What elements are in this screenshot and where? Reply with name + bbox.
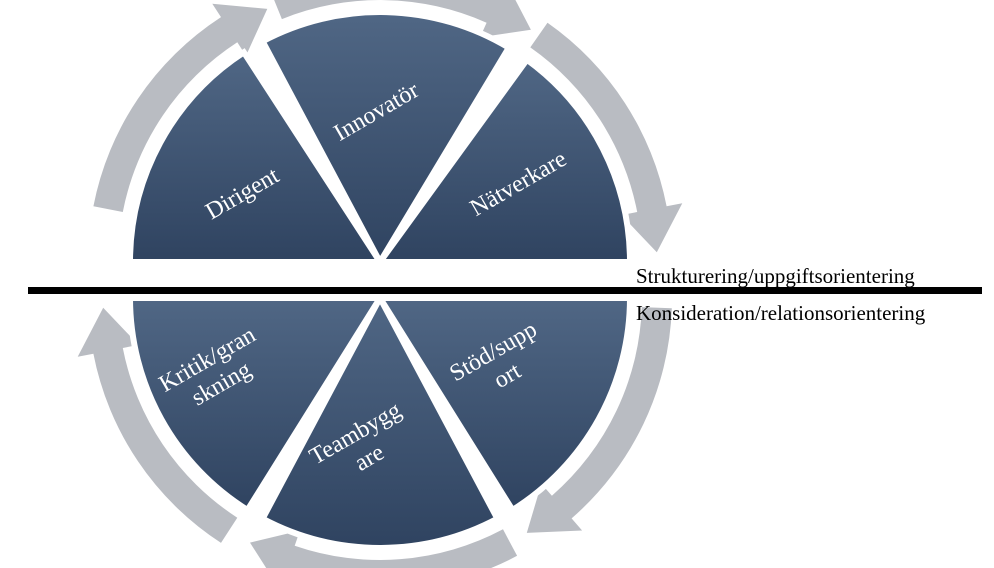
axis-label-lower: Konsideration/relationsorientering (636, 301, 926, 325)
segment-natverkare (374, 55, 634, 265)
segment-dirigent (126, 48, 386, 265)
cycle-arrow-kritik (77, 307, 238, 543)
cycle-arrow-natverkare (530, 22, 683, 253)
cycle-arrow-dirigent (93, 3, 268, 213)
cycle-arrows (77, 0, 683, 568)
segment-stod (374, 295, 634, 515)
segment-innovator (258, 9, 513, 269)
segment-kritik (126, 295, 386, 515)
axis-label-upper: Strukturering/uppgiftsorientering (636, 264, 915, 288)
role-segments (126, 9, 634, 551)
cycle-arrow-teambyggare (250, 529, 518, 568)
cycle-arrow-stod (526, 307, 672, 533)
cycle-arrow-innovator (274, 0, 531, 38)
divider-line (28, 287, 982, 294)
segment-teambyggare (258, 291, 502, 551)
